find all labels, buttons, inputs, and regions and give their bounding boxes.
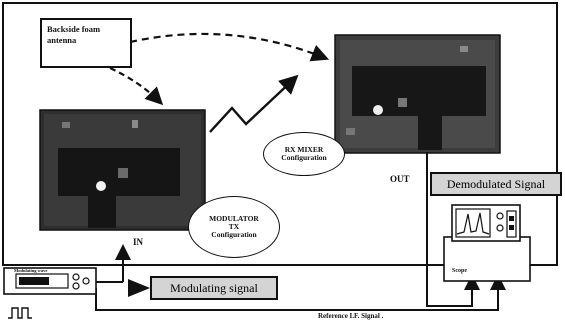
tx-board-photo xyxy=(39,109,206,231)
wireless-link-arrow xyxy=(209,74,299,133)
antenna-label-line2: antenna xyxy=(47,35,77,46)
oscilloscope xyxy=(443,204,531,282)
rx-mixer-oval: RX MIXER Configuration xyxy=(263,132,345,176)
modulating-signal-label: Modulating signal xyxy=(170,280,258,295)
diagram-frame xyxy=(2,2,558,266)
in-label: IN xyxy=(133,237,144,247)
antenna-label-box: Backside foam antenna xyxy=(40,18,132,68)
modulator-config-label: Configuration xyxy=(211,229,257,239)
antenna-label-line1: Backside foam xyxy=(47,24,101,34)
modulator-tx-label: TX xyxy=(228,222,240,232)
reference-if-label: Reference I.F. Signal . xyxy=(318,312,384,320)
dashed-arrow-to-rx xyxy=(129,32,330,62)
reference-if-line xyxy=(95,274,506,311)
generator-label: Modulating wave xyxy=(14,268,48,273)
demodulated-signal-label: Demodulated Signal xyxy=(446,176,546,191)
modulator-label: MODULATOR xyxy=(209,214,259,224)
out-line xyxy=(426,152,480,307)
demodulated-signal-box: Demodulated Signal xyxy=(430,172,562,196)
rx-board-photo xyxy=(334,34,501,154)
modulating-pointer xyxy=(128,279,150,297)
signal-generator xyxy=(3,267,97,295)
modulator-oval: MODULATOR TX Configuration xyxy=(188,196,280,258)
square-wave-icon xyxy=(8,307,32,319)
rx-mixer-label: RX MIXER xyxy=(284,145,324,155)
dashed-arrow-to-tx xyxy=(109,67,164,106)
out-label: OUT xyxy=(390,174,410,184)
modulating-signal-box: Modulating signal xyxy=(150,276,278,300)
rx-mixer-config-label: Configuration xyxy=(281,153,327,162)
scope-label: Scope xyxy=(452,268,467,274)
